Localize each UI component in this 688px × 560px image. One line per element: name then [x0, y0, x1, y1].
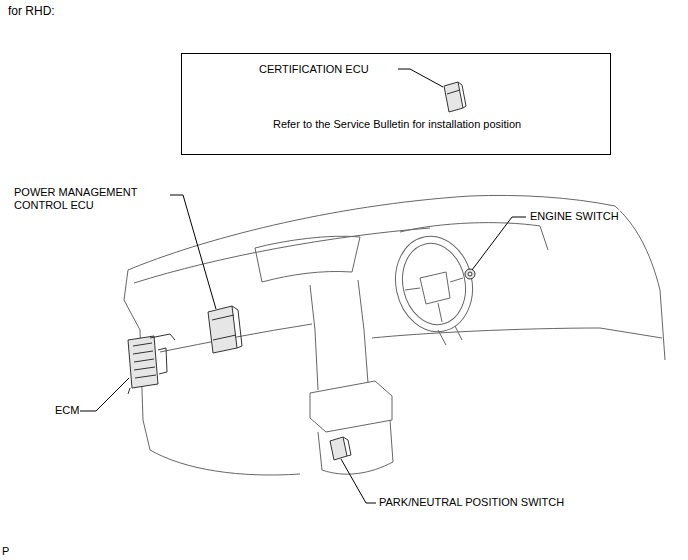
engine-switch-button	[468, 272, 472, 276]
leader-line	[398, 69, 443, 87]
console-armrest	[310, 381, 392, 432]
certification-ecu-icon	[444, 82, 463, 112]
dashboard-ridge	[134, 228, 430, 283]
part-name: PARK/NEUTRAL POSITION SWITCH	[378, 496, 565, 509]
part-name: ECM	[54, 404, 80, 417]
steering-wheel-rim	[387, 229, 481, 339]
note-text: Refer to the Service Bulletin for instal…	[273, 118, 521, 131]
part-name: POWER MANAGEMENT CONTROL ECU	[13, 186, 155, 212]
ecm-bracket	[128, 334, 175, 394]
park-neutral-switch	[330, 437, 347, 460]
certification-ecu-icon-detail	[447, 82, 466, 108]
center-stack-right	[358, 280, 368, 383]
power-management-ecu	[208, 306, 237, 353]
center-display-hood	[255, 236, 360, 282]
center-stack-left	[310, 285, 318, 390]
park-neutral-switch-connector	[343, 437, 351, 456]
steering-wheel-hub	[420, 272, 450, 304]
callout-box: CERTIFICATION ECU Refer to the Service Bu…	[181, 53, 611, 155]
leader-line	[341, 459, 376, 503]
console-lower	[318, 420, 393, 474]
ecm-unit	[128, 336, 158, 388]
steering-wheel-spokes	[405, 278, 463, 322]
left-pillar	[124, 270, 300, 475]
leader-line	[78, 378, 129, 411]
part-name: ENGINE SWITCH	[529, 210, 620, 223]
leader-line	[472, 217, 526, 270]
variant-heading: for RHD:	[7, 5, 56, 18]
leader-line	[170, 195, 216, 309]
driver-meter-hood	[400, 223, 548, 250]
power-management-ecu-detail	[212, 306, 242, 348]
ecm-detail	[133, 343, 167, 378]
driver-dash-edge	[372, 328, 662, 338]
steering-wheel-inner	[395, 237, 473, 330]
steering-column	[438, 326, 462, 345]
part-name: CERTIFICATION ECU	[259, 63, 369, 76]
engine-switch	[465, 269, 475, 279]
figure-code: P	[1, 545, 10, 558]
